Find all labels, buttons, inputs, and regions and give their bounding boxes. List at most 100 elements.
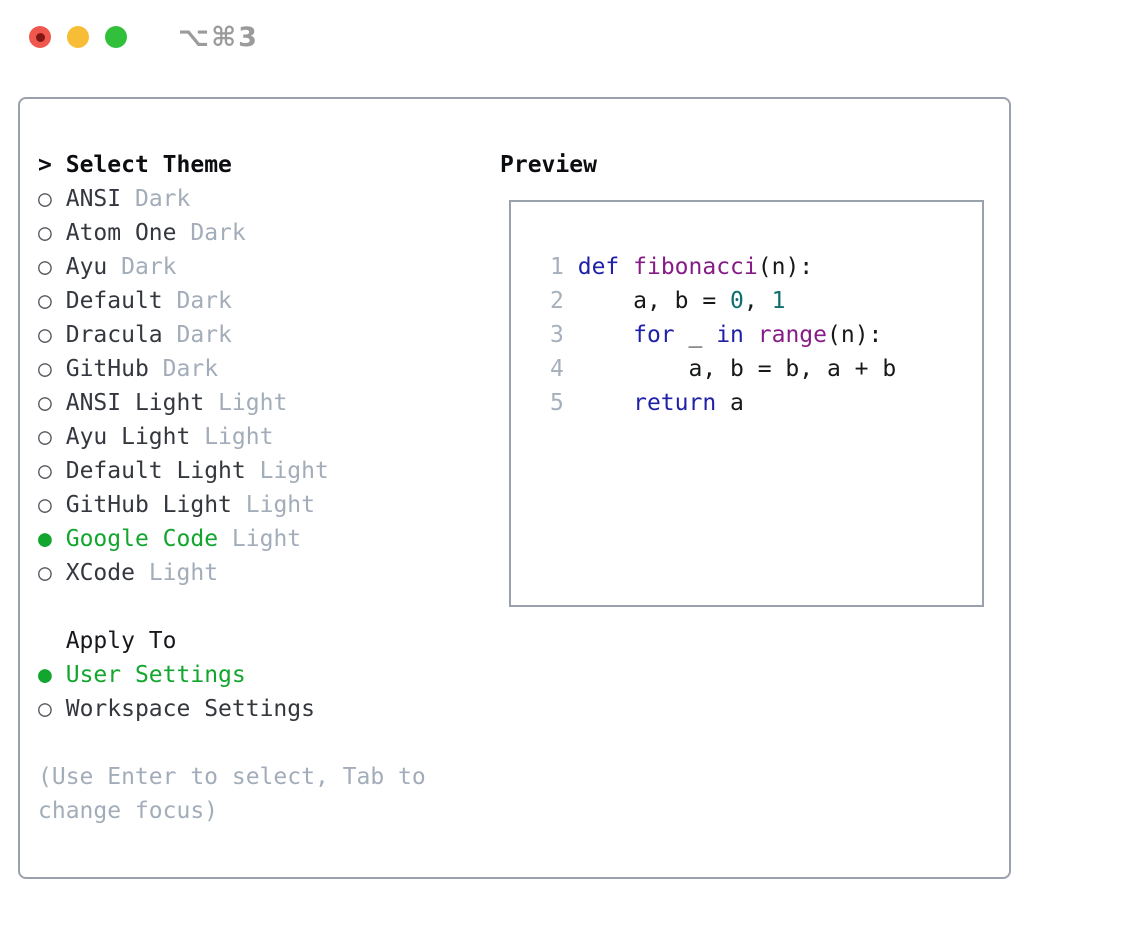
theme-variant-tag: Dark (162, 356, 219, 382)
code-token: (n): (827, 322, 883, 348)
theme-option-default[interactable]: ○ Default Dark (38, 284, 426, 318)
code-line: 5 return a (550, 386, 982, 420)
radio-icon: ○ (38, 288, 52, 314)
radio-icon: ○ (38, 560, 52, 586)
theme-option-atom-one[interactable]: ○ Atom One Dark (38, 216, 426, 250)
theme-list: ○ ANSI Dark○ Atom One Dark○ Ayu Dark○ De… (38, 182, 426, 590)
hint-line-2: change focus) (38, 798, 219, 824)
code-token: return (633, 390, 717, 416)
hint-line-1: (Use Enter to select, Tab to (38, 764, 426, 790)
apply-option-label: User Settings (65, 662, 246, 688)
radio-icon: ○ (38, 696, 52, 722)
code-token: (n): (757, 254, 814, 280)
code-line: 1 def fibonacci(n): (550, 250, 982, 284)
apply-option-label: Workspace Settings (65, 696, 315, 722)
apply-option-user-settings[interactable]: ● User Settings (38, 658, 426, 692)
theme-variant-tag: Light (218, 390, 288, 416)
radio-icon: ○ (38, 492, 52, 518)
maximize-button[interactable] (105, 26, 127, 48)
theme-option-dracula[interactable]: ○ Dracula Dark (38, 318, 426, 352)
spacer (550, 420, 982, 454)
preview-title: Preview (500, 152, 597, 178)
close-dot-icon (35, 32, 45, 42)
theme-picker: > Select Theme ○ ANSI Dark○ Atom One Dar… (38, 148, 426, 828)
code-token: in (716, 322, 744, 348)
theme-variant-tag: Dark (190, 220, 246, 246)
theme-variant-tag: Light (231, 526, 302, 552)
radio-icon: ○ (38, 186, 52, 212)
code-line: 4 a, b = b, a + b (550, 352, 982, 386)
code-token: 1 (771, 288, 786, 314)
theme-option-ayu[interactable]: ○ Ayu Dark (38, 250, 426, 284)
line-number: 3 (550, 322, 564, 348)
code-token (564, 390, 633, 416)
code-token: 0 (730, 288, 744, 314)
line-number: 4 (550, 356, 564, 382)
theme-name: GitHub (65, 356, 149, 382)
theme-name: Default (65, 288, 163, 314)
radio-icon: ○ (38, 254, 52, 280)
radio-icon: ○ (38, 390, 52, 416)
code-token: fibonacci (633, 254, 758, 280)
code-token: a, b = (563, 288, 731, 314)
code-token: a, b = b, a + b (563, 356, 897, 382)
theme-option-ayu-light[interactable]: ○ Ayu Light Light (38, 420, 426, 454)
radio-selected-icon: ● (38, 526, 52, 552)
apply-to-header: Apply To (65, 628, 177, 654)
theme-variant-tag: Light (245, 492, 315, 518)
close-button[interactable] (29, 26, 51, 48)
theme-option-ansi-light[interactable]: ○ ANSI Light Light (38, 386, 426, 420)
apply-option-workspace-settings[interactable]: ○ Workspace Settings (38, 692, 426, 726)
theme-name: Google Code (65, 526, 219, 552)
window-titlebar: ⌥⌘3 (0, 0, 1140, 74)
theme-variant-tag: Dark (176, 322, 232, 348)
theme-variant-tag: Light (259, 458, 329, 484)
line-number: 5 (550, 390, 564, 416)
code-token: _ (674, 322, 717, 348)
theme-variant-tag: Dark (176, 288, 232, 314)
radio-icon: ○ (38, 322, 52, 348)
code-token: range (757, 322, 828, 348)
theme-option-ansi[interactable]: ○ ANSI Dark (38, 182, 426, 216)
theme-name: Default Light (65, 458, 246, 484)
spacer (38, 726, 426, 760)
theme-option-xcode[interactable]: ○ XCode Light (38, 556, 426, 590)
line-number: 2 (550, 288, 564, 314)
theme-variant-tag: Light (148, 560, 219, 586)
select-theme-title: Select Theme (65, 152, 232, 178)
theme-name: ANSI (65, 186, 122, 212)
radio-icon: ○ (38, 220, 52, 246)
code-token: for (633, 322, 675, 348)
theme-option-github[interactable]: ○ GitHub Dark (38, 352, 426, 386)
radio-icon: ○ (38, 356, 52, 382)
code-token: , (743, 288, 772, 314)
theme-name: Ayu (65, 254, 108, 280)
theme-name: XCode (65, 560, 135, 586)
theme-option-github-light[interactable]: ○ GitHub Light Light (38, 488, 426, 522)
theme-option-default-light[interactable]: ○ Default Light Light (38, 454, 426, 488)
window-title: ⌥⌘3 (178, 21, 259, 53)
line-number: 1 (550, 254, 564, 280)
spacer (38, 590, 426, 624)
theme-name: Ayu Light (65, 424, 191, 450)
minimize-button[interactable] (67, 26, 89, 48)
theme-variant-tag: Light (204, 424, 274, 450)
code-token (744, 322, 758, 348)
apply-to-list: ● User Settings○ Workspace Settings (38, 658, 426, 726)
radio-selected-icon: ● (38, 662, 52, 688)
theme-variant-tag: Dark (134, 186, 191, 212)
focus-caret-icon: > (38, 152, 52, 178)
code-token (564, 254, 578, 280)
code-line: 3 for _ in range(n): (550, 318, 982, 352)
theme-name: Dracula (65, 322, 163, 348)
code-token (564, 322, 633, 348)
theme-name: GitHub Light (65, 492, 232, 518)
code-token (619, 254, 633, 280)
theme-option-google-code[interactable]: ● Google Code Light (38, 522, 426, 556)
radio-icon: ○ (38, 458, 52, 484)
theme-variant-tag: Dark (121, 254, 177, 280)
code-line: 2 a, b = 0, 1 (550, 284, 982, 318)
